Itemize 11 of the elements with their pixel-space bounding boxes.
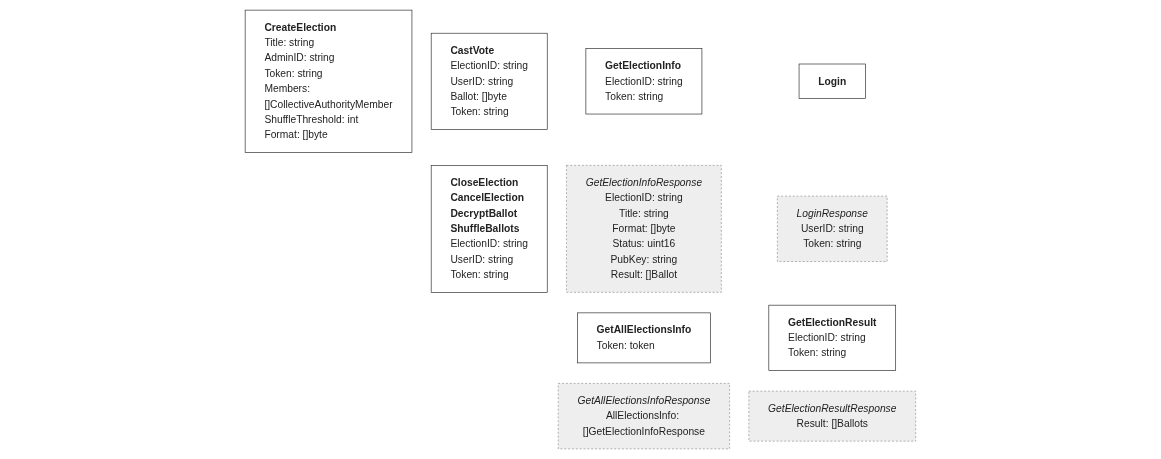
- node-box: GetElectionInfoResponse ElectionID: string Title: string Format: []byte Status: uint16 PubKey: string Result: []Ballot: [566, 165, 722, 293]
- node-box: Login: [798, 63, 866, 99]
- node-box: GetAllElectionsInfo Token: token: [577, 312, 711, 364]
- node-box: CloseElection CancelElection DecryptBallot ShuffleBallots ElectionID: string UserID: string Token: string: [430, 165, 548, 293]
- node-box: LoginResponse UserID: string Token: string: [777, 195, 888, 262]
- node-box: GetAllElectionsInfoResponse AllElectionsInfo: []GetElectionInfoResponse: [557, 383, 731, 450]
- node-box: CreateElection Title: string AdminID: string Token: string Members: []CollectiveAuthorityMember ShuffleThreshold: int Format: []byte: [244, 9, 413, 153]
- node-box: GetElectionResult ElectionID: string Token: string: [768, 304, 897, 371]
- node-box: CastVote ElectionID: string UserID: string Ballot: []byte Token: string: [430, 32, 548, 130]
- node-box: GetElectionInfo ElectionID: string Token: string: [585, 48, 703, 115]
- node-box: GetElectionResultResponse Result: []Ballots: [748, 390, 917, 442]
